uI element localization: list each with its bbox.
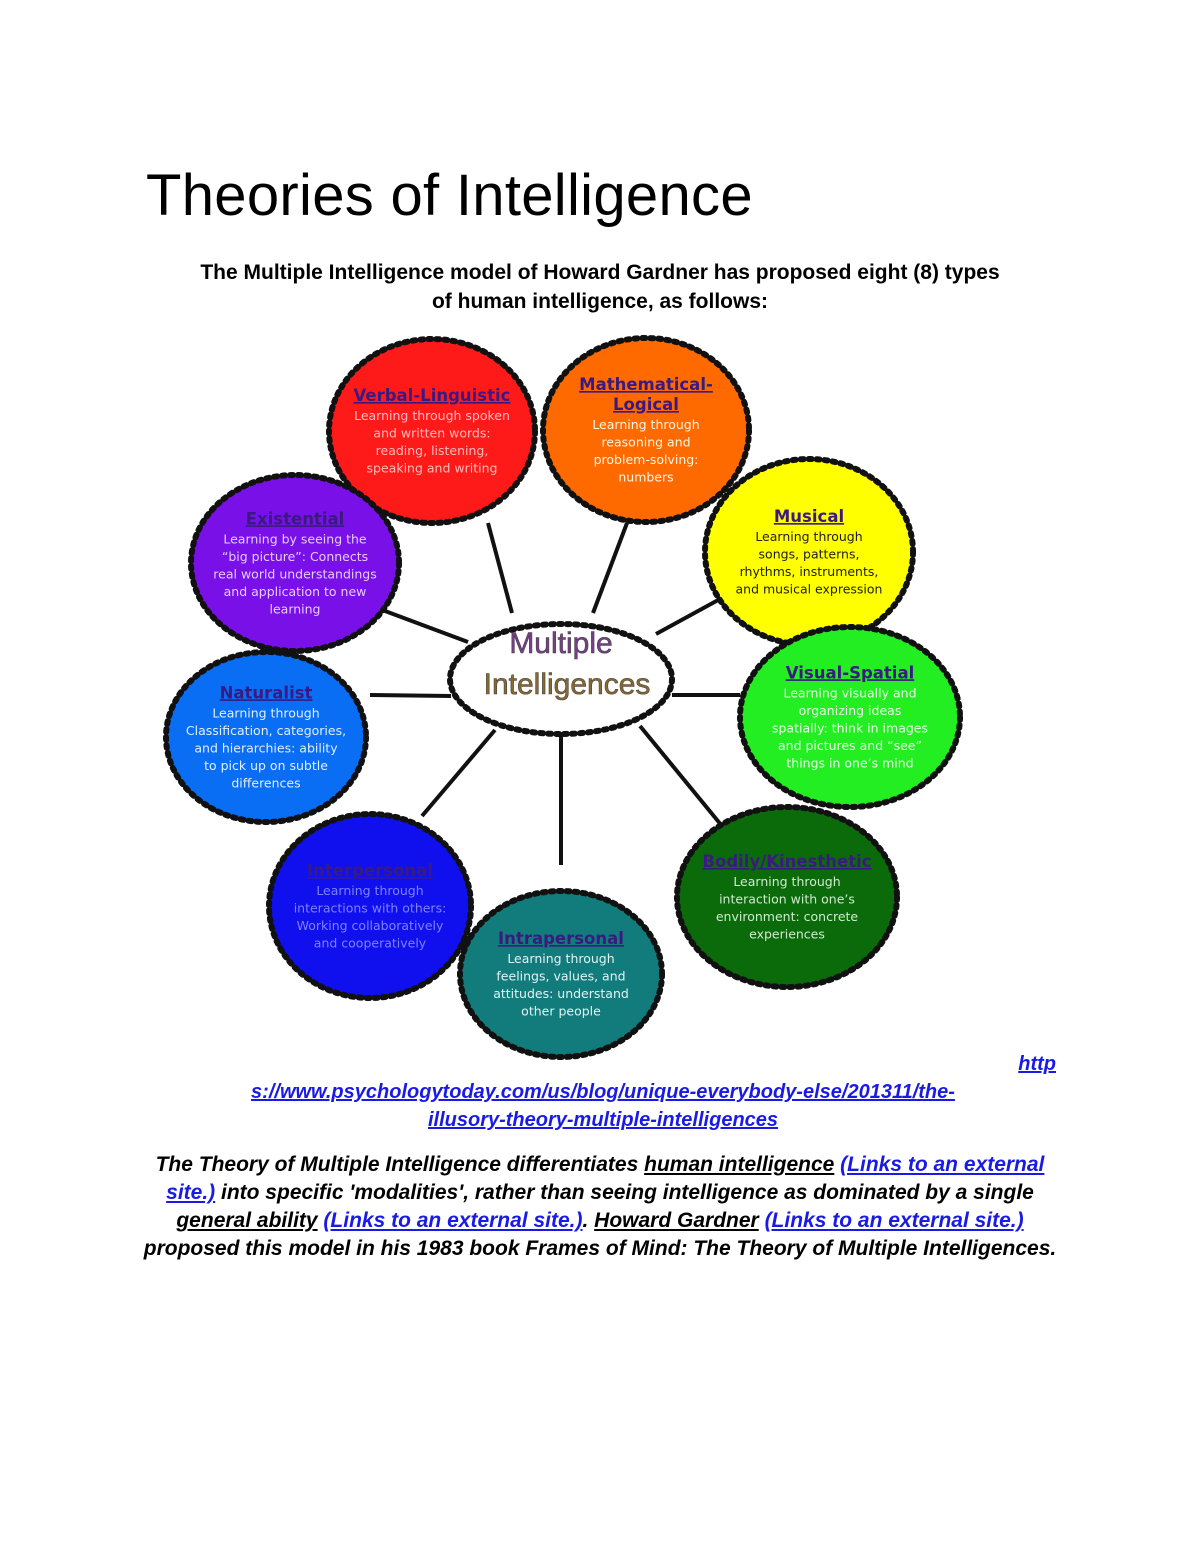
- node-description-line: Classification, categories,: [186, 723, 346, 738]
- node-title: Naturalist: [220, 683, 313, 702]
- node-description-line: and pictures and “see”: [778, 738, 922, 753]
- paragraph-text-2: into specific 'modalities', rather than …: [215, 1181, 1034, 1204]
- node-description-line: speaking and writing: [367, 461, 498, 476]
- node-description-line: Learning through: [212, 705, 319, 720]
- intelligence-node-ellipse: [326, 336, 538, 526]
- intelligence-node-ellipse: [163, 649, 369, 825]
- node-description-line: Learning through: [507, 951, 614, 966]
- intelligence-node-ellipse: [266, 811, 474, 1001]
- intelligence-node-ellipse: [188, 472, 402, 654]
- node-title: Mathematical-: [579, 375, 713, 394]
- node-description-line: Learning through spoken: [354, 408, 510, 423]
- node-title: Musical: [774, 507, 844, 526]
- node-description-line: and hierarchies: ability: [194, 740, 338, 755]
- node-description-line: interactions with others:: [294, 901, 447, 916]
- source-link[interactable]: http s://www.psychologytoday.com/us/blog…: [150, 1050, 1056, 1134]
- spoke-6: [420, 728, 497, 818]
- node-description-line: Learning visually and: [783, 685, 916, 700]
- center-label-line-2: Intelligences: [484, 668, 651, 701]
- node-description-line: reasoning and: [601, 435, 690, 450]
- node-description-line: and musical expression: [736, 582, 883, 597]
- multiple-intelligences-diagram: Multiple Intelligences Verbal-Linguistic…: [163, 335, 963, 1060]
- paragraph-text-3: .: [582, 1209, 595, 1232]
- node-description-line: interaction with one’s: [719, 892, 855, 907]
- external-link-1[interactable]: (Links to an external site.): [166, 1153, 1045, 1204]
- intro-text: The Multiple Intelligence model of Howar…: [130, 258, 1070, 316]
- intro-line-1: The Multiple Intelligence model of Howar…: [200, 261, 1000, 284]
- node-title: Existential: [246, 509, 345, 528]
- human-intelligence-link[interactable]: human intelligence: [644, 1153, 835, 1176]
- node-description-line: feelings, values, and: [496, 969, 625, 984]
- node-description-line: and application to new: [224, 584, 367, 599]
- node-description-line: learning: [270, 601, 321, 616]
- node-title: Bodily/Kinesthetic: [702, 852, 871, 871]
- source-link-part-1[interactable]: http: [1018, 1053, 1056, 1075]
- howard-gardner-link[interactable]: Howard Gardner: [594, 1209, 759, 1232]
- center-label-line-1: Multiple: [509, 627, 612, 660]
- node-description-line: songs, patterns,: [759, 547, 860, 562]
- node-description-line: numbers: [618, 470, 673, 485]
- node-description-line: reading, listening,: [376, 443, 489, 458]
- external-link-2[interactable]: (Links to an external site.): [323, 1209, 583, 1232]
- node-description-line: environment: concrete: [716, 909, 859, 924]
- node-description-line: rhythms, instruments,: [740, 564, 879, 579]
- spoke-2: [655, 597, 721, 636]
- node-description-line: and written words:: [373, 426, 490, 441]
- diagram-spokes: [369, 522, 740, 865]
- spoke-4: [638, 724, 724, 828]
- node-description-line: problem-solving:: [594, 452, 699, 467]
- center-node: Multiple Intelligences: [447, 621, 675, 737]
- intelligence-node-ellipse: [457, 888, 665, 1060]
- general-ability-link[interactable]: general ability: [176, 1209, 318, 1232]
- node-description-line: Learning through: [755, 529, 862, 544]
- node-description-line: and cooperatively: [314, 936, 427, 951]
- node-description-line: to pick up on subtle: [204, 758, 328, 773]
- external-link-3[interactable]: (Links to an external site.): [764, 1209, 1024, 1232]
- theory-paragraph: The Theory of Multiple Intelligence diff…: [140, 1151, 1060, 1263]
- node-description-line: Working collaboratively: [297, 918, 444, 933]
- node-description-line: things in one’s mind: [786, 755, 913, 770]
- intelligence-node-ellipse: [737, 624, 963, 810]
- node-description-line: Learning through: [592, 417, 699, 432]
- source-link-part-3[interactable]: illusory-theory-multiple-intelligences: [427, 1109, 779, 1131]
- node-title: Logical: [613, 395, 679, 414]
- node-title: Verbal-Linguistic: [354, 386, 511, 405]
- node-description-line: Learning through: [733, 874, 840, 889]
- node-title: Visual-Spatial: [786, 663, 915, 682]
- paragraph-text-1: The Theory of Multiple Intelligence diff…: [155, 1153, 645, 1176]
- node-description-line: differences: [231, 775, 300, 790]
- node-description-line: real world understandings: [213, 566, 376, 581]
- paragraph-text-4: proposed this model in his 1983 book Fra…: [143, 1237, 1057, 1260]
- center-node-ellipse: [447, 621, 675, 737]
- node-description-line: experiences: [749, 927, 825, 942]
- node-title: Interpersonal: [307, 861, 433, 880]
- intelligence-node-ellipse: [674, 804, 900, 990]
- node-description-line: attitudes: understand: [493, 986, 629, 1001]
- source-link-part-2[interactable]: s://www.psychologytoday.com/us/blog/uniq…: [251, 1081, 955, 1103]
- page-title: Theories of Intelligence: [146, 163, 753, 228]
- node-description-line: other people: [521, 1004, 601, 1019]
- spoke-7: [369, 693, 452, 698]
- node-description-line: Learning through: [316, 883, 423, 898]
- spoke-1: [591, 522, 629, 614]
- node-description-line: Learning by seeing the: [223, 531, 367, 546]
- spoke-0: [486, 522, 514, 614]
- node-description-line: spatially: think in images: [772, 720, 928, 735]
- node-title: Intrapersonal: [498, 929, 624, 948]
- spoke-8: [376, 606, 469, 644]
- node-description-line: organizing ideas: [799, 703, 902, 718]
- intelligence-node-ellipse: [540, 335, 752, 525]
- node-description-line: “big picture”: Connects: [222, 549, 368, 564]
- intro-line-2: of human intelligence, as follows:: [431, 290, 769, 313]
